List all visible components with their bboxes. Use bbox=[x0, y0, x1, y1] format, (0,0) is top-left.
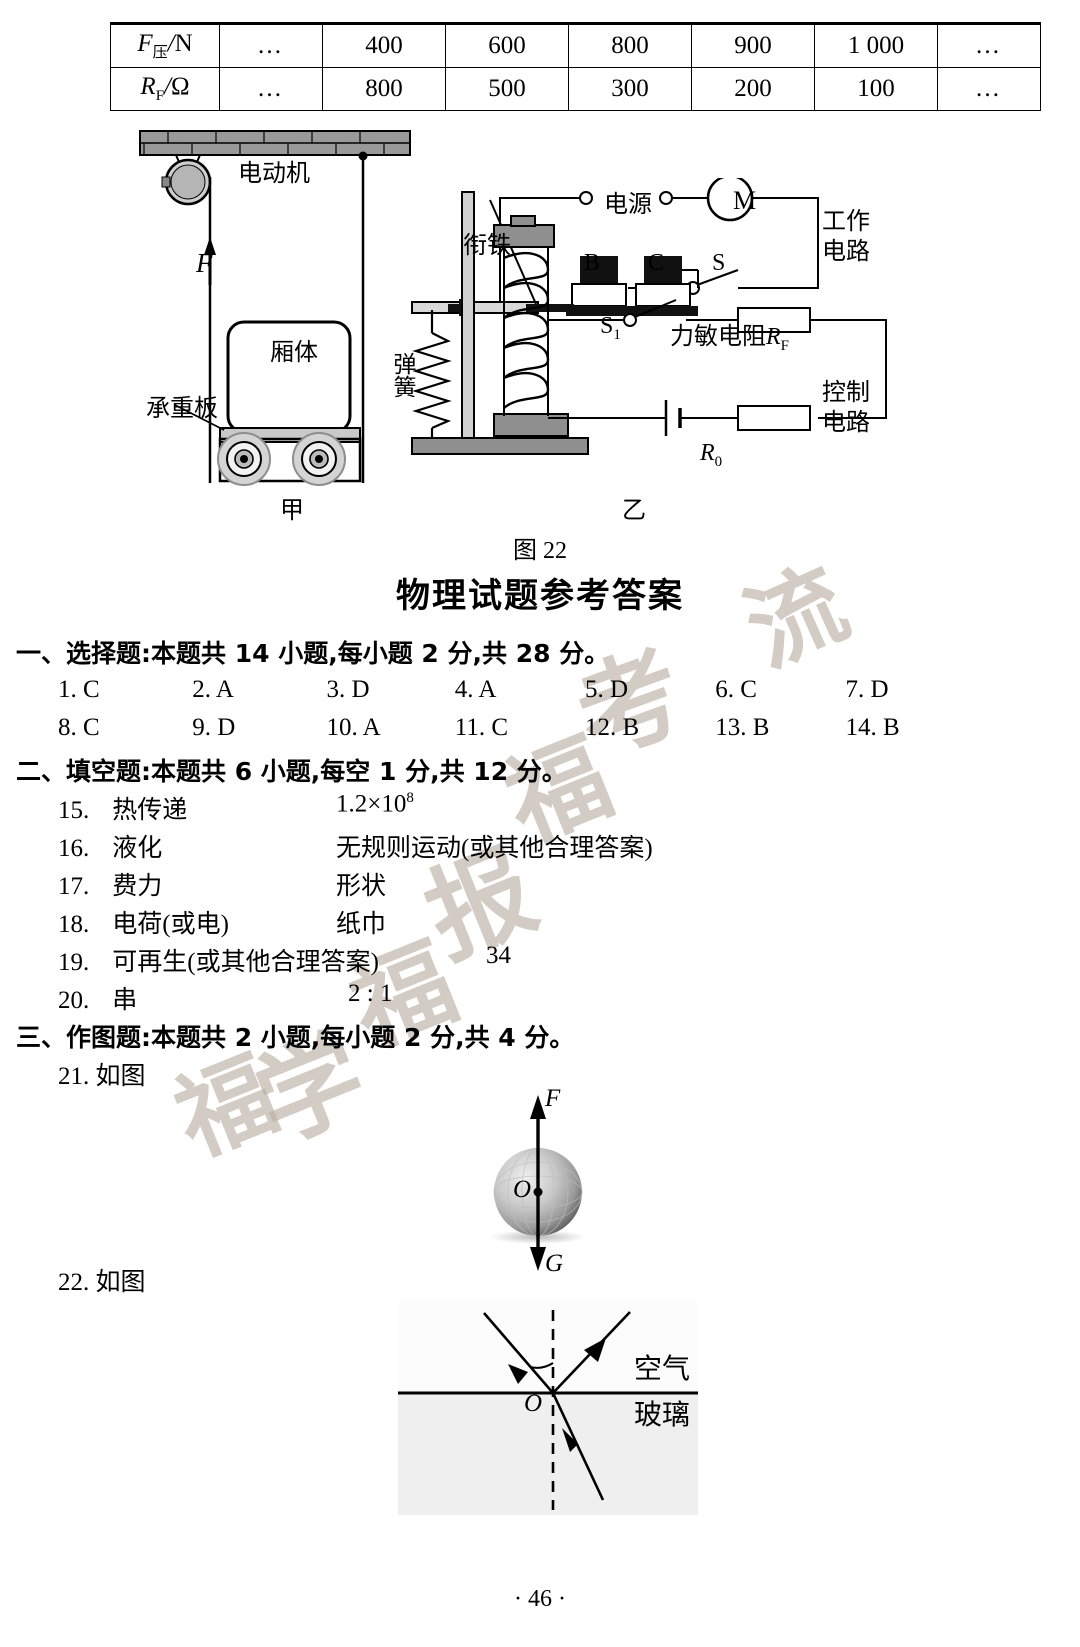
force-label-F: F bbox=[196, 248, 213, 278]
choice-answer-row-2: 8. C 9. D 10. A 11. C 12. B 13. B 14. B bbox=[58, 714, 900, 742]
resistor-label-R0: R0 bbox=[700, 440, 723, 470]
switch-label-S1: S1 bbox=[600, 313, 621, 343]
cell: 100 bbox=[814, 67, 938, 111]
choice-answer: 1. C bbox=[58, 676, 100, 703]
section-heading-choice: 一、选择题:本题共 14 小题,每小题 2 分,共 28 分。 bbox=[16, 639, 610, 668]
row-label-resistance: RF/Ω bbox=[110, 67, 220, 111]
fill-answer-row: 17. 费力 形状 bbox=[58, 866, 698, 902]
choice-answer: 13. B bbox=[715, 714, 770, 741]
choice-answer: 14. B bbox=[845, 714, 900, 741]
force-resistor-label: 力敏电阻RF bbox=[670, 324, 790, 354]
answer-a: 可再生(或其他合理答案) bbox=[112, 949, 379, 976]
page-number: · 46 · bbox=[514, 1586, 566, 1612]
force-label-F-ball: F bbox=[545, 1085, 561, 1112]
figure-number: 图 22 bbox=[513, 538, 567, 564]
medium-label-air: 空气 bbox=[634, 1354, 691, 1385]
page-title: 物理试题参考答案 bbox=[396, 576, 684, 616]
fill-answer-row: 16. 液化 无规则运动(或其他合理答案) bbox=[58, 828, 698, 864]
fill-answer-row: 19. 可再生(或其他合理答案) 34 bbox=[58, 942, 698, 978]
relay-circuit-diagram bbox=[411, 178, 887, 455]
item-number: 15. bbox=[58, 797, 90, 824]
answer-a: 热传递 bbox=[112, 797, 188, 824]
answer-b: 1.2×108 bbox=[336, 790, 414, 818]
answer-b: 纸巾 bbox=[336, 911, 387, 938]
choice-answer: 3. D bbox=[326, 676, 370, 703]
item-number: 19. bbox=[58, 949, 90, 976]
cell: 1 000 bbox=[814, 22, 938, 68]
fill-answer-row: 18. 电荷(或电) 纸巾 bbox=[58, 904, 698, 940]
fill-answer-row: 20. 串 2 : 1 bbox=[58, 980, 698, 1016]
answer-a: 串 bbox=[112, 987, 138, 1014]
cell: … bbox=[219, 67, 323, 111]
spring-label: 弹簧 bbox=[390, 352, 415, 398]
control-circuit-label: 控制 电路 bbox=[822, 380, 870, 436]
answer-a: 电荷(或电) bbox=[112, 911, 229, 938]
cell: 300 bbox=[568, 67, 692, 111]
gravity-label-G: G bbox=[545, 1250, 564, 1277]
item-number: 16. bbox=[58, 835, 90, 862]
fill-answer-row: 15. 热传递 1.2×108 bbox=[58, 790, 698, 826]
draw-item-22: 22. 如图 bbox=[58, 1269, 146, 1296]
choice-answer: 2. A bbox=[192, 676, 234, 703]
power-source-label: 电源 bbox=[604, 192, 652, 218]
choice-answer: 8. C bbox=[58, 714, 100, 741]
choice-answer: 6. C bbox=[715, 676, 757, 703]
draw-item-21: 21. 如图 bbox=[58, 1063, 146, 1090]
origin-label-O-refraction: O bbox=[524, 1390, 543, 1417]
choice-answer: 7. D bbox=[845, 676, 889, 703]
ball-force-diagram bbox=[490, 1095, 586, 1244]
answer-b: 34 bbox=[486, 942, 511, 969]
origin-label-O-ball: O bbox=[513, 1176, 532, 1203]
contact-label-C: C bbox=[648, 250, 665, 276]
refraction-diagram bbox=[398, 1300, 698, 1515]
cell: 200 bbox=[691, 67, 815, 111]
choice-answer: 12. B bbox=[585, 714, 640, 741]
section-heading-draw: 三、作图题:本题共 2 小题,每小题 2 分,共 4 分。 bbox=[16, 1023, 575, 1052]
cell: … bbox=[937, 22, 1041, 68]
armature-label: 衔铁 bbox=[463, 233, 511, 259]
choice-answer: 9. D bbox=[192, 714, 236, 741]
item-number: 17. bbox=[58, 873, 90, 900]
work-circuit-label: 工作 电路 bbox=[822, 209, 870, 265]
cell: 900 bbox=[691, 22, 815, 68]
answer-b: 2 : 1 bbox=[348, 980, 393, 1007]
cell: … bbox=[219, 22, 323, 68]
item-number: 20. bbox=[58, 987, 90, 1014]
force-resistance-table: F压/N … 400 600 800 900 1 000 … RF/Ω … 80… bbox=[110, 22, 1041, 111]
row-label-force: F压/N bbox=[110, 22, 220, 68]
cell: … bbox=[937, 67, 1041, 111]
table-row: F压/N … 400 600 800 900 1 000 … bbox=[110, 22, 1041, 68]
motor-symbol-M: M bbox=[733, 186, 757, 215]
choice-answer: 4. A bbox=[454, 676, 497, 703]
bearing-plate-label: 承重板 bbox=[146, 396, 218, 422]
answer-a: 液化 bbox=[112, 835, 163, 862]
medium-label-glass: 玻璃 bbox=[634, 1400, 691, 1431]
choice-answer: 11. C bbox=[454, 714, 509, 741]
cabin-label: 厢体 bbox=[270, 340, 318, 366]
choice-answer: 10. A bbox=[326, 714, 381, 741]
cell: 800 bbox=[568, 22, 692, 68]
choice-answer-row-1: 1. C 2. A 3. D 4. A 5. D 6. C 7. D bbox=[58, 676, 889, 704]
switch-label-S: S bbox=[712, 250, 726, 276]
subfigure-label-yi: 乙 bbox=[622, 498, 646, 524]
section-heading-fill: 二、填空题:本题共 6 小题,每空 1 分,共 12 分。 bbox=[16, 757, 567, 786]
cell: 400 bbox=[322, 22, 446, 68]
contact-label-B: B bbox=[584, 250, 601, 276]
answer-a: 费力 bbox=[112, 873, 163, 900]
cell: 500 bbox=[445, 67, 569, 111]
table-row: RF/Ω … 800 500 300 200 100 … bbox=[110, 67, 1041, 111]
choice-answer: 5. D bbox=[585, 676, 629, 703]
cell: 800 bbox=[322, 67, 446, 111]
motor-label: 电动机 bbox=[238, 161, 310, 187]
elevator-diagram bbox=[139, 130, 411, 486]
item-number: 18. bbox=[58, 911, 90, 938]
ball-weight-arrow bbox=[530, 1235, 546, 1271]
answer-b: 无规则运动(或其他合理答案) bbox=[336, 835, 653, 862]
answer-b: 形状 bbox=[336, 873, 387, 900]
subfigure-label-jia: 甲 bbox=[280, 498, 304, 524]
cell: 600 bbox=[445, 22, 569, 68]
